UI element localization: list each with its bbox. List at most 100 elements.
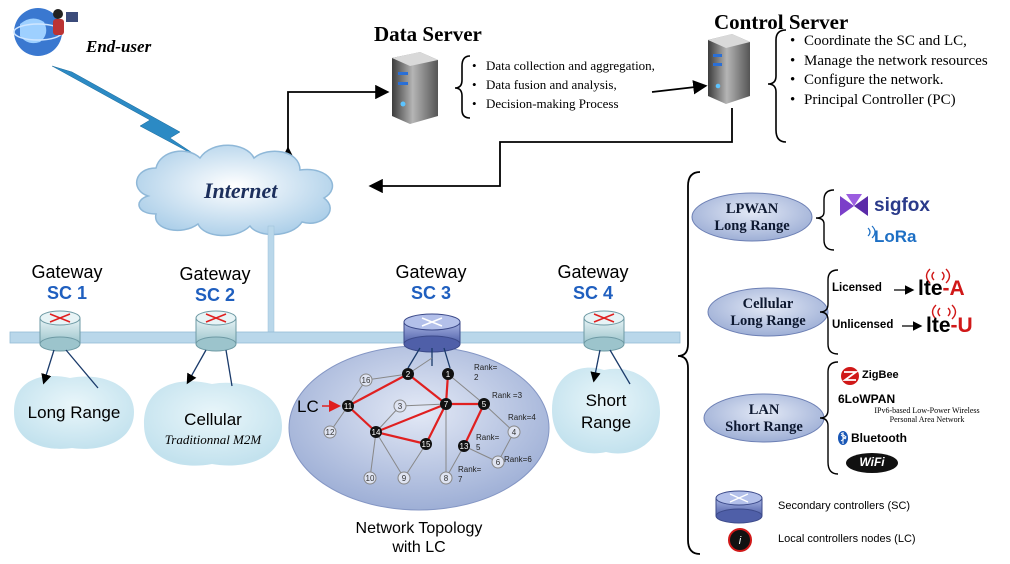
topology-node: 6: [491, 455, 505, 469]
cellular-ellipse: [707, 287, 829, 337]
control-server-bullet: Configure the network.: [790, 71, 1000, 91]
topology-node: 16: [359, 373, 373, 387]
topology-node: 5: [478, 398, 490, 410]
bluetooth-label: Bluetooth: [851, 431, 907, 445]
lte-u-antenna-icon: [931, 304, 957, 320]
gateway-router-sc2: [195, 310, 237, 352]
lan-label: LAN Short Range: [704, 402, 824, 436]
legend-sc-label: Secondary controllers (SC): [778, 500, 911, 512]
control-to-internet-link: [368, 108, 733, 194]
rank-label: Rank =3: [492, 391, 523, 400]
lte-logo-text: lte: [926, 314, 951, 337]
internet-data-server-link: [280, 84, 390, 161]
gateway-router-sc3: [403, 313, 461, 353]
lte-a-antenna-icon: [925, 268, 951, 284]
svg-text:12: 12: [326, 428, 335, 437]
gateway-sc-label: SC 2: [194, 285, 236, 305]
data-server-title: Data Server: [374, 22, 482, 46]
lpwan-label: LPWAN Long Range: [692, 201, 812, 235]
lc-label: LC: [297, 397, 319, 416]
bluetooth-icon: [838, 431, 848, 445]
gateway-label: Gateway: [179, 264, 251, 284]
svg-text:4: 4: [512, 428, 517, 437]
zigbee-icon: [841, 367, 859, 385]
legend-sc-icon: [715, 490, 763, 524]
topology-node: 10: [363, 471, 377, 485]
gateway-sc4: Gateway SC 4: [550, 262, 636, 304]
network-bus: [9, 331, 681, 344]
svg-text:2: 2: [406, 370, 411, 379]
topology-caption: Network Topology with LC: [304, 519, 534, 557]
end-user-label: End-user: [86, 37, 152, 56]
svg-text:13: 13: [460, 442, 469, 451]
topology-node: 14: [370, 426, 382, 438]
control-server-title: Control Server: [714, 10, 849, 34]
wireless-link: [51, 65, 201, 159]
gateway-sc-label: SC 4: [572, 283, 614, 303]
lpwan-brace: [815, 189, 835, 251]
data-server-bullet: Data collection and aggregation,: [472, 56, 712, 75]
topology-node: 15: [420, 438, 432, 450]
control-server-bullet: Manage the network resources: [790, 52, 1000, 72]
svg-text:1: 1: [446, 370, 451, 379]
svg-text:5: 5: [482, 400, 487, 409]
gateway-label: Gateway: [395, 262, 467, 282]
lte-logo-text: lte: [918, 277, 943, 300]
sigfox-logo-icon: [840, 194, 868, 216]
control-server-bullet: Principal Controller (PC): [790, 91, 1000, 111]
svg-text:11: 11: [344, 402, 353, 411]
rank-label: Rank=4: [508, 413, 536, 422]
gateway-label: Gateway: [557, 262, 629, 282]
control-server-bullet: Coordinate the SC and LC,: [790, 32, 1000, 52]
sixlowpan-label: 6LoWPAN: [838, 392, 896, 406]
wifi-icon: [846, 453, 898, 473]
svg-text:8: 8: [444, 474, 449, 483]
topology-node: 2: [402, 368, 414, 380]
short-range-bubble: [552, 367, 660, 454]
gateway-sc-label: SC 3: [410, 283, 452, 303]
cellular-bubble: [144, 381, 282, 466]
svg-text:i: i: [739, 535, 742, 547]
cellular-sublabel: Traditionnal M2M: [164, 432, 262, 447]
gateway-sc1: Gateway SC 1: [24, 262, 110, 304]
wifi-label: WiFi: [859, 455, 885, 469]
gateway-sc-label: SC 1: [46, 283, 88, 303]
internet-label: Internet: [204, 178, 278, 203]
topology-node: 7: [440, 398, 452, 410]
control-server-brace: [767, 29, 787, 143]
lte-a-logo: lte-A: [918, 277, 965, 301]
lora-signal-icon: [867, 225, 876, 239]
topology-node: 1: [442, 368, 454, 380]
legend-lc-icon: i: [728, 528, 752, 552]
licensed-label: Licensed: [832, 282, 882, 294]
control-server-icon: [708, 34, 750, 104]
control-server-bullets: Coordinate the SC and LC, Manage the net…: [790, 32, 1000, 110]
lan-label-line: LAN: [748, 402, 780, 418]
rank-label: Rank=2: [474, 363, 498, 382]
rank-labels: Rank=2 Rank =3 Rank=4 Rank=5 Rank=6 Rank…: [458, 363, 536, 484]
lan-brace: [819, 361, 839, 475]
svg-text:7: 7: [444, 400, 449, 409]
data-server-brace: [454, 55, 471, 119]
cellular-brace: [819, 269, 839, 355]
topology-node: 11: [342, 400, 354, 412]
lpwan-label-line: LPWAN: [725, 201, 779, 217]
topology-node: 9: [397, 471, 411, 485]
topology-caption-line: with LC: [392, 539, 446, 556]
legend-lc-label: Local controllers nodes (LC): [778, 533, 916, 545]
internet-bus-link: [267, 225, 275, 335]
lan-label-line: Short Range: [725, 419, 803, 435]
sigfox-logo: sigfox: [874, 195, 930, 216]
svg-text:16: 16: [362, 376, 371, 385]
lte-u-suffix: -U: [950, 314, 973, 337]
gateway-router-sc1: [39, 310, 81, 352]
topology-nodes: 1 2 3 4 5 6 7 8 9 10 11 12 13 14 15 16: [323, 368, 521, 485]
data-server-bullet: Decision-making Process: [472, 94, 712, 113]
cellular-tech-label: Cellular Long Range: [708, 296, 828, 330]
topology-node: 4: [507, 425, 521, 439]
internet-cloud: [136, 144, 334, 237]
cellular-label-line: Long Range: [730, 313, 806, 329]
unlicensed-label: Unlicensed: [832, 319, 894, 331]
gateway-label: Gateway: [31, 262, 103, 282]
